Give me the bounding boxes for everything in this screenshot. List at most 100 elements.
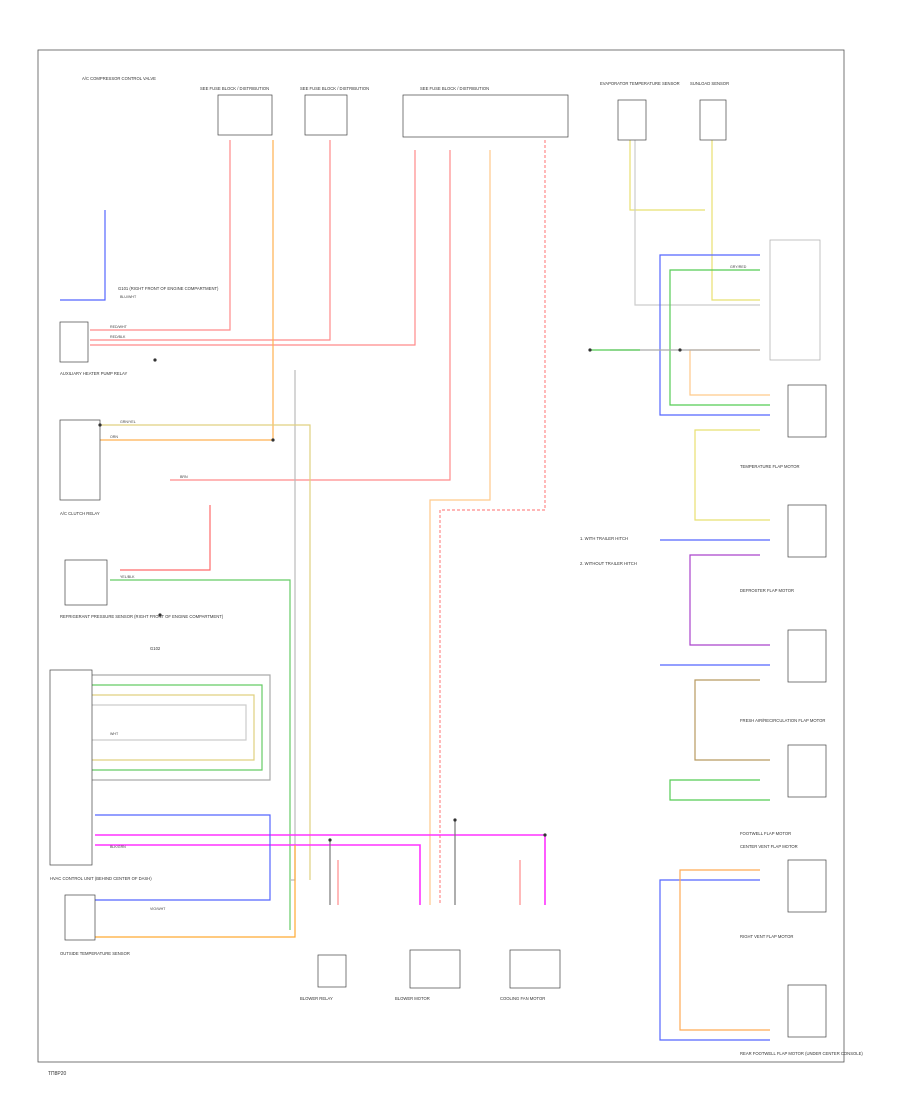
label-defrost-flap: DEFROSTER FLAP MOTOR bbox=[740, 588, 794, 593]
wire-orange-5 bbox=[679, 869, 770, 1031]
defrost-flap-box bbox=[787, 504, 827, 558]
fresh-air-flap-box bbox=[787, 629, 827, 683]
pressure-sensor-box bbox=[64, 559, 108, 606]
diagram-frame bbox=[37, 49, 845, 1063]
wire-pink-dashed bbox=[439, 140, 546, 905]
wire-tag: GRN/YEL bbox=[120, 420, 136, 424]
wire-red-5 bbox=[120, 505, 211, 571]
aux-heater-box bbox=[59, 321, 89, 363]
splice bbox=[328, 838, 332, 842]
rear-flap-box bbox=[787, 984, 827, 1038]
wire-brown-1 bbox=[694, 679, 770, 761]
fuse-block-2-box bbox=[304, 94, 348, 136]
wire-tag: RED/WHT bbox=[110, 325, 128, 329]
wire-red-2 bbox=[90, 140, 331, 341]
label-right-vent-flap: RIGHT VENT FLAP MOTOR bbox=[740, 934, 793, 939]
label-fresh-air-flap: FRESH AIR/RECIRCULATION FLAP MOTOR bbox=[740, 718, 825, 723]
wire-blue-1 bbox=[95, 814, 271, 901]
wires bbox=[60, 140, 770, 1041]
wire-tag: RED/BLK bbox=[110, 335, 126, 339]
wire-tag: VIO/WHT bbox=[150, 907, 166, 911]
wire-yellow-1 bbox=[100, 424, 311, 880]
label-pressure-sensor: REFRIGERANT PRESSURE SENSOR (RIGHT FRONT… bbox=[60, 614, 224, 619]
component-labels: A/C COMPRESSOR CONTROL VALVE SEE FUSE BL… bbox=[50, 76, 863, 1056]
label-aux-heater: AUXILIARY HEATER PUMP RELAY bbox=[60, 371, 128, 376]
wire-blue-3 bbox=[659, 254, 770, 416]
connector-strip-box bbox=[769, 239, 821, 361]
wire-red-1 bbox=[90, 140, 231, 331]
splice bbox=[588, 348, 592, 352]
wire-bundle-1 bbox=[60, 674, 271, 781]
label-ground-2: G102 bbox=[150, 646, 161, 651]
splice bbox=[158, 613, 162, 617]
wire-yellow-3 bbox=[711, 140, 760, 301]
wire-bundle-2 bbox=[60, 684, 263, 771]
splice bbox=[153, 358, 157, 362]
fuse-block-3-box bbox=[402, 94, 569, 138]
wire-yellow-4 bbox=[694, 429, 770, 521]
ac-relay-box bbox=[59, 419, 101, 501]
label-note-2: 2. WITHOUT TRAILER HITCH bbox=[580, 561, 637, 566]
wire-red-4 bbox=[170, 150, 451, 481]
wire-bundle-4 bbox=[60, 704, 247, 741]
splice bbox=[98, 423, 102, 427]
wire-tag: WHT bbox=[110, 732, 119, 736]
label-fuse-block-2: SEE FUSE BLOCK / DISTRIBUTION bbox=[300, 86, 369, 91]
wire-gray-1 bbox=[290, 370, 296, 881]
wire-tag: ORN bbox=[110, 435, 118, 439]
label-fuse-block-3: SEE FUSE BLOCK / DISTRIBUTION bbox=[420, 86, 489, 91]
wire-orange-2 bbox=[429, 150, 491, 905]
label-fuse-block-1: SEE FUSE BLOCK / DISTRIBUTION bbox=[200, 86, 269, 91]
wire-blue-2 bbox=[60, 210, 106, 301]
wire-tag: BLU/WHT bbox=[120, 295, 137, 299]
splice bbox=[543, 833, 547, 837]
label-fan-motor: COOLING FAN MOTOR bbox=[500, 996, 545, 1001]
wire-bundle-3 bbox=[60, 694, 255, 761]
label-outside-temp: OUTSIDE TEMPERATURE SENSOR bbox=[60, 951, 130, 956]
wire-magenta-2 bbox=[95, 844, 421, 905]
component-boxes bbox=[49, 94, 827, 1038]
fan-motor-box bbox=[509, 949, 561, 989]
splice bbox=[678, 348, 682, 352]
vent-flap-box bbox=[787, 859, 827, 913]
wire-tag: BRN bbox=[180, 475, 188, 479]
splice bbox=[453, 818, 457, 822]
wire-orange-4 bbox=[689, 349, 770, 396]
wire-red-3 bbox=[90, 150, 416, 346]
temp-flap-box bbox=[787, 384, 827, 438]
label-blower-relay: BLOWER RELAY bbox=[300, 996, 333, 1001]
blower-relay-box bbox=[317, 954, 347, 988]
label-evap-sensor: EVAPORATOR TEMPERATURE SENSOR bbox=[600, 81, 680, 86]
label-temp-flap: TEMPERATURE FLAP MOTOR bbox=[740, 464, 800, 469]
wire-green-1 bbox=[110, 579, 291, 930]
label-rear-flap: REAR FOOTWELL FLAP MOTOR (UNDER CENTER C… bbox=[740, 1051, 863, 1056]
wire-green-3 bbox=[669, 779, 770, 801]
wire-gray-2 bbox=[634, 140, 760, 306]
wire-tags: RED/WHT RED/BLK ORN GRN/YEL BLU/WHT YEL/… bbox=[110, 265, 747, 911]
label-footwell-flap: FOOTWELL FLAP MOTOR bbox=[740, 831, 791, 836]
evap-sensor-box bbox=[617, 99, 647, 141]
wire-purple-1 bbox=[689, 554, 770, 646]
label-ground-1: G101 (RIGHT FRONT OF ENGINE COMPARTMENT) bbox=[118, 286, 219, 291]
sunload-sensor-box bbox=[699, 99, 727, 141]
label-vent-flap: CENTER VENT FLAP MOTOR bbox=[740, 844, 798, 849]
wire-tag: GRY/RED bbox=[730, 265, 747, 269]
splice bbox=[271, 438, 275, 442]
label-note-1: 1. WITH TRAILER HITCH bbox=[580, 536, 628, 541]
wire-blue-6 bbox=[659, 879, 770, 1041]
wire-green-2 bbox=[669, 269, 770, 406]
wire-tag: BLK/GRN bbox=[110, 845, 126, 849]
wire-orange-3 bbox=[95, 845, 296, 938]
label-ac-relay: A/C CLUTCH RELAY bbox=[60, 511, 100, 516]
hvac-control-box bbox=[49, 669, 93, 866]
fuse-block-1-box bbox=[217, 94, 273, 136]
label-sunload-sensor: SUNLOAD SENSOR bbox=[690, 81, 729, 86]
blower-motor-box bbox=[409, 949, 461, 989]
label-ac-control: A/C COMPRESSOR CONTROL VALVE bbox=[82, 76, 156, 81]
splice-points bbox=[98, 348, 682, 842]
outside-temp-box bbox=[64, 894, 96, 941]
footwell-flap-box bbox=[787, 744, 827, 798]
label-hvac-control: HVAC CONTROL UNIT (BEHIND CENTER OF DASH… bbox=[50, 876, 152, 881]
